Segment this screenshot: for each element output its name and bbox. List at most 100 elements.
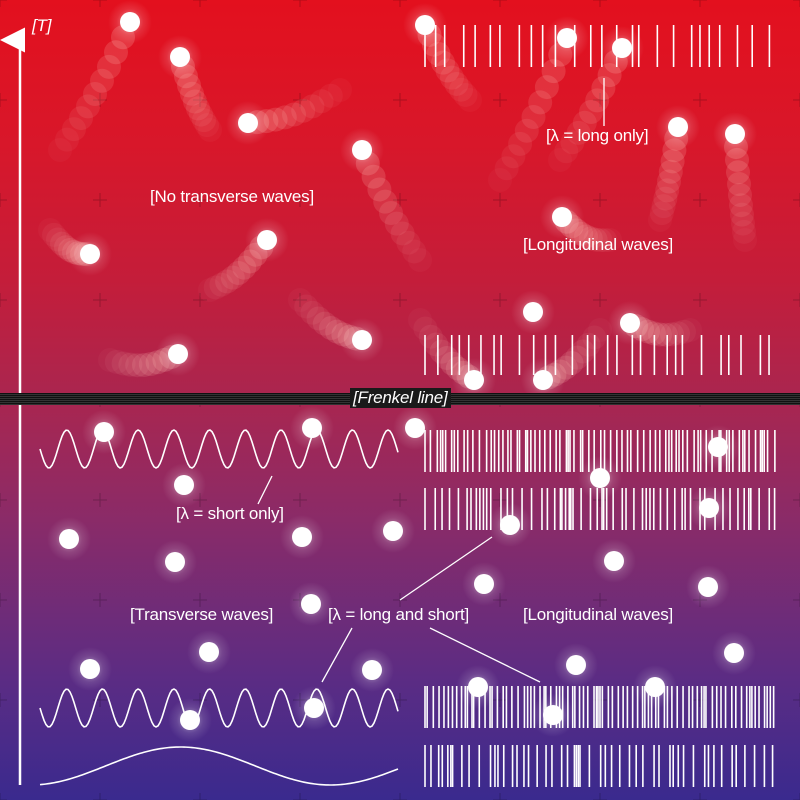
- trail-ghost: [390, 221, 415, 246]
- trail-ghost: [186, 96, 210, 121]
- grid-cross: [393, 293, 407, 307]
- trail-ghost: [98, 348, 122, 372]
- trail-ghost: [294, 294, 319, 319]
- particle: [59, 529, 79, 549]
- particle: [165, 552, 185, 572]
- trail-ghost: [508, 131, 533, 156]
- trail-ghost: [598, 228, 622, 252]
- particle: [698, 577, 718, 597]
- trail-ghost: [514, 118, 539, 143]
- particle: [352, 330, 372, 350]
- particle: [199, 642, 219, 662]
- grid-cross: [93, 193, 107, 207]
- trail-ghost: [424, 332, 449, 357]
- trail-ghost: [306, 306, 331, 331]
- trail-ghost: [69, 106, 93, 131]
- trail-ghost: [431, 50, 455, 75]
- grid-cross: [793, 0, 800, 7]
- trail-ghost: [651, 194, 676, 219]
- particle: [94, 422, 114, 442]
- grid-cross: [593, 293, 607, 307]
- trail-ghost: [726, 160, 750, 185]
- grid-cross: [293, 0, 307, 7]
- short-wave-curve-lower: [39, 688, 399, 728]
- particle: [352, 140, 372, 160]
- trail-ghost: [657, 169, 681, 194]
- trail-ghost: [658, 159, 683, 184]
- label-frenkel-line: [Frenkel line]: [350, 388, 451, 408]
- label-longitudinal-bottom: [Longitudinal waves]: [523, 605, 674, 624]
- grid-cross: [493, 793, 507, 800]
- trail-ghost: [732, 219, 756, 244]
- trail-ghost: [548, 148, 572, 172]
- grid-cross: [93, 593, 107, 607]
- trail-ghost: [309, 89, 334, 114]
- particle: [557, 28, 577, 48]
- label-transverse: [Transverse waves]: [130, 605, 274, 624]
- particle: [80, 659, 100, 679]
- grid-cross: [193, 293, 207, 307]
- trail-ghost: [458, 88, 482, 112]
- trail-ghost: [660, 149, 685, 174]
- particle: [500, 515, 520, 535]
- trail-ghost: [672, 319, 696, 344]
- particle: [725, 124, 745, 144]
- trail-ghost: [46, 227, 70, 252]
- trail-ghost: [444, 71, 469, 96]
- grid-cross: [93, 793, 107, 800]
- grid-cross: [193, 93, 207, 107]
- leader-line: [257, 475, 273, 505]
- grid-cross: [493, 93, 507, 107]
- label-long-and-short: [λ = long and short]: [328, 605, 470, 624]
- grid-cross: [693, 793, 707, 800]
- trail-ghost: [104, 40, 128, 65]
- trail-ghost: [565, 345, 590, 370]
- trail-ghost: [50, 231, 74, 256]
- trail-ghost: [62, 117, 86, 142]
- trail-ghost: [494, 156, 519, 181]
- grid-cross: [593, 93, 607, 107]
- trail-ghost: [203, 275, 228, 300]
- trail-ghost: [192, 108, 216, 133]
- trail-ghost: [76, 94, 100, 119]
- trail-ghost: [396, 230, 421, 255]
- particle: [383, 521, 403, 541]
- trail-ghost: [579, 100, 603, 124]
- trail-ghost: [566, 120, 591, 145]
- grid-cross: [293, 93, 307, 107]
- trail-ghost: [282, 102, 306, 127]
- grid-cross: [793, 793, 800, 800]
- trail-ghost: [42, 222, 66, 247]
- trail-ghost: [300, 300, 325, 325]
- trail-ghost: [209, 272, 234, 297]
- grid-cross: [393, 493, 407, 507]
- trail-ghost: [660, 322, 684, 347]
- trail-ghost: [572, 110, 597, 135]
- trail-ghost: [408, 308, 432, 332]
- trail-ghost: [521, 105, 546, 129]
- grid-cross: [793, 293, 800, 307]
- trail-ghost: [408, 248, 432, 272]
- particle: [645, 677, 665, 697]
- trail-ghost: [97, 54, 121, 79]
- trail-ghost: [570, 339, 595, 364]
- trail-ghost: [104, 349, 129, 374]
- grid-cross: [393, 93, 407, 107]
- trail-ghost: [574, 224, 598, 249]
- grid-cross: [293, 193, 307, 207]
- leader-line: [399, 536, 493, 601]
- label-no-transverse: [No transverse waves]: [150, 187, 314, 206]
- trail-ghost: [319, 316, 343, 340]
- trail-ghost: [125, 353, 150, 378]
- grid-cross: [593, 193, 607, 207]
- trail-ghost: [449, 77, 473, 102]
- grid-cross: [493, 493, 507, 507]
- particle: [304, 698, 324, 718]
- trail-ghost: [583, 227, 608, 252]
- grid-cross: [293, 493, 307, 507]
- grid-cross: [693, 0, 707, 7]
- trail-ghost: [501, 144, 526, 169]
- particle: [180, 710, 200, 730]
- trail-ghost: [730, 202, 754, 227]
- trail-ghost: [183, 89, 207, 114]
